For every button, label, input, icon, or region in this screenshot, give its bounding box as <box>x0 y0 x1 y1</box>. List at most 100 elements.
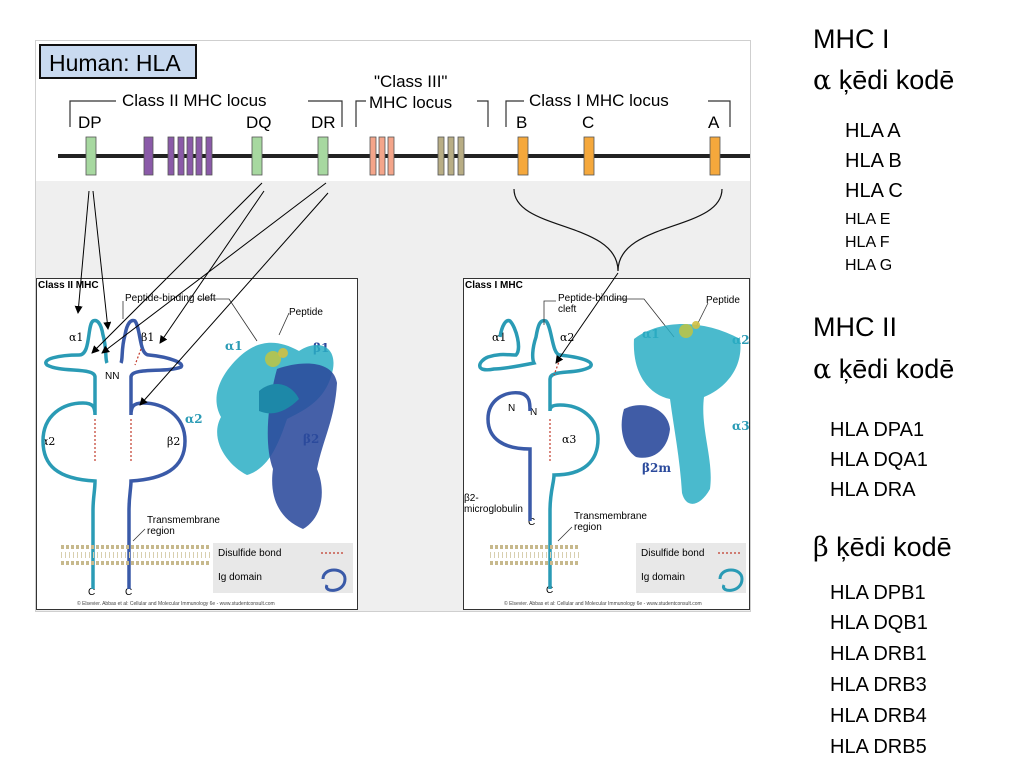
class1-cleft-leader-2 <box>614 298 675 338</box>
class1-cleft-leader <box>543 300 556 325</box>
class3-locus-label-line1: "Class III" <box>374 72 448 91</box>
class1-structure-svg <box>478 298 744 592</box>
class1-tm-leader <box>557 526 573 542</box>
mhc2-gene-dpb1: HLA DPB1 <box>830 582 926 604</box>
class1-ribbon-structure <box>621 321 741 504</box>
class2-tm-leader <box>132 528 146 542</box>
gene-box-purple <box>177 136 185 176</box>
class2-legend-ig-icon <box>321 568 347 592</box>
mhc1-gene-hla-f: HLA F <box>845 234 890 251</box>
mhc1-gene-hla-a: HLA A <box>845 120 901 142</box>
arrow-dq-beta <box>159 190 265 344</box>
class1-membrane <box>490 545 580 565</box>
class1-c1-label: C <box>528 517 536 528</box>
class1-disulfide-bonds <box>549 358 561 463</box>
class1-cleft-label: Peptide-binding <box>558 293 628 304</box>
class1-tm-label-2: region <box>574 522 602 533</box>
locus-to-chain-arrows <box>74 182 619 406</box>
class2-locus-label: Class II MHC locus <box>122 91 267 110</box>
mhc2-gene-dqb1: HLA DQB1 <box>830 612 928 634</box>
mhc2-gene-dra: HLA DRA <box>830 479 916 501</box>
class2-tm-label-2: region <box>147 526 175 537</box>
mhc1-gene-hla-g: HLA G <box>845 257 893 274</box>
class2-legend-ig: Ig domain <box>218 572 262 583</box>
gene-box-dp <box>85 136 97 176</box>
class1-a3-label: α3 <box>562 433 577 446</box>
gene-box-olive <box>437 136 445 176</box>
class1-mhc-panel: Class I MHC Peptide-binding cleft Peptid… <box>463 278 750 610</box>
class2-structure-svg <box>41 298 347 592</box>
class2-cleft-leader-2 <box>197 298 258 342</box>
gene-box-salmon <box>387 136 395 176</box>
locus-brackets <box>69 100 731 127</box>
class2-panel-title: Class II MHC <box>38 280 99 291</box>
class2-peptide-leader <box>278 312 290 336</box>
chromosome-map-svg <box>58 100 750 272</box>
gene-label-dp: DP <box>78 113 102 132</box>
class1-b2m-label: β2- <box>464 493 479 504</box>
class2-alpha-chain <box>41 318 109 589</box>
class1-brace <box>513 188 723 272</box>
mhc2-heading: MHC II <box>813 312 897 342</box>
arrow-dp-beta <box>92 190 112 330</box>
class3-locus-label-line2: MHC locus <box>369 93 453 112</box>
mhc1-gene-hla-e: HLA E <box>845 211 891 228</box>
class1-legend-ig-icon <box>718 568 744 592</box>
mhc1-alpha-subheading: α ķēdi kodē <box>813 65 954 96</box>
class2-disulfide-bonds <box>94 348 142 463</box>
beta-subheading: β ķēdi kodē <box>813 532 952 563</box>
mhc2-gene-drb4: HLA DRB4 <box>830 705 927 727</box>
mhc2-sub-text: ķēdi kodē <box>831 354 955 384</box>
arrow-class1-alpha <box>555 272 619 364</box>
class2-c2-label: C <box>125 587 133 598</box>
class2-peptide-label: Peptide <box>289 307 323 318</box>
class2-mhc-panel: Class II MHC Peptide-binding cleft Pepti… <box>36 278 358 610</box>
class1-cleft-label-2: cleft <box>558 304 577 315</box>
gene-box-purple <box>205 136 213 176</box>
mhc2-gene-dqa1: HLA DQA1 <box>830 449 928 471</box>
class1-credit: © Elsevier. Abbas et al: Cellular and Mo… <box>504 601 702 607</box>
alpha-symbol: α <box>813 65 832 96</box>
gene-box-purple <box>195 136 203 176</box>
class2-ribbon-a1: α1 <box>225 339 243 353</box>
class1-ribbon-a3: α3 <box>732 419 750 433</box>
gene-box-a <box>709 136 721 176</box>
gene-boxes <box>85 136 721 176</box>
gene-box-olive <box>447 136 455 176</box>
class2-membrane <box>61 545 211 565</box>
class1-legend-ig: Ig domain <box>641 572 685 583</box>
class1-legend: Disulfide bond Ig domain <box>636 543 746 593</box>
class1-peptide-label: Peptide <box>706 295 740 306</box>
class1-tm-label-1: Transmembrane <box>574 511 647 522</box>
alpha-symbol: α <box>813 354 832 385</box>
gene-label-dq: DQ <box>246 113 272 132</box>
hla-figure: Human: HLA Class II MHC locus "Class III… <box>35 40 751 612</box>
mhc1-gene-hla-c: HLA C <box>845 180 903 202</box>
class1-bracket-right <box>708 100 731 127</box>
class1-c2-label: C <box>546 585 554 596</box>
mhc1-gene-hla-b: HLA B <box>845 150 902 172</box>
class1-bracket-left <box>505 100 524 127</box>
gene-box-dq <box>251 136 263 176</box>
gene-box-b <box>517 136 529 176</box>
class2-bracket-right <box>308 100 343 127</box>
gene-box-olive <box>457 136 465 176</box>
figure-title: Human: HLA <box>39 44 197 79</box>
gene-box-dr <box>317 136 329 176</box>
class1-legend-disulfide: Disulfide bond <box>641 548 705 559</box>
class2-a1-label: α1 <box>69 331 84 344</box>
class1-locus-label: Class I MHC locus <box>529 91 669 110</box>
arrow-dr-alpha <box>101 182 327 354</box>
class1-alpha-chain <box>478 318 600 589</box>
gene-box-purple <box>186 136 194 176</box>
gene-box-c <box>583 136 595 176</box>
class2-legend: Disulfide bond Ig domain <box>213 543 353 593</box>
class2-nn-label: NN <box>105 371 120 382</box>
mhc2-gene-dpa1: HLA DPA1 <box>830 419 925 441</box>
class1-panel-title: Class I MHC <box>465 280 523 291</box>
gene-box-salmon <box>378 136 386 176</box>
class1-b2m-label-2: microglobulin <box>464 504 523 515</box>
class3-bracket-left <box>355 100 366 127</box>
class3-bracket-right <box>477 100 489 127</box>
class1-a1-label: α1 <box>492 331 507 344</box>
